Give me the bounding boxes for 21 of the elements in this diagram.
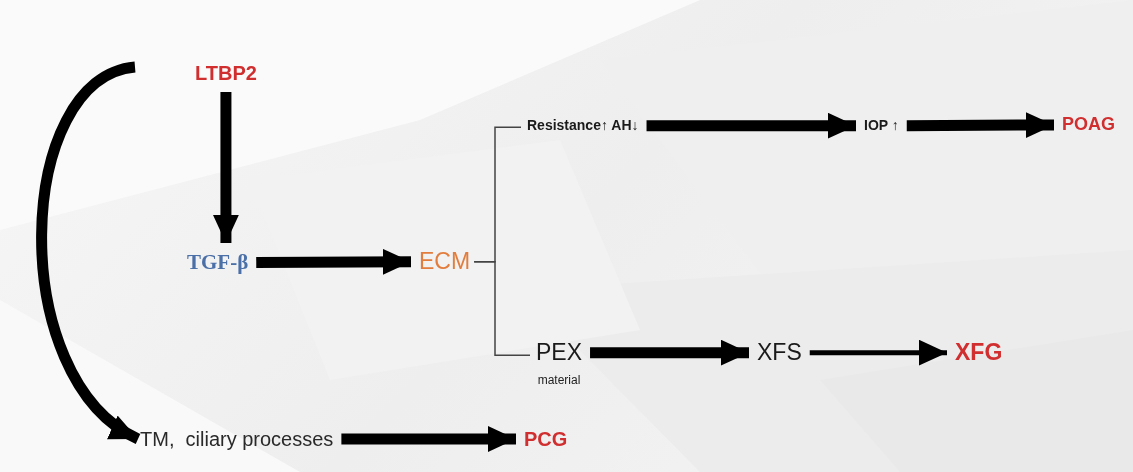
- node-label: XFG: [955, 340, 1003, 366]
- node-caption: material: [537, 373, 581, 388]
- node-label: ECM: [419, 249, 471, 275]
- node-label: Resistance↑ AH↓: [527, 118, 639, 134]
- arrow: [36, 61, 141, 444]
- arrow: [256, 248, 412, 275]
- node-label: PCG: [524, 428, 568, 450]
- arrow: [809, 339, 947, 366]
- node-label: PEX: [536, 340, 583, 366]
- arrow: [341, 426, 516, 452]
- node-label: TM, ciliary processes: [140, 428, 334, 450]
- node-label: IOP ↑: [864, 118, 899, 134]
- arrow: [906, 112, 1054, 139]
- arrow: [590, 339, 749, 366]
- bracket-line: [473, 260, 531, 356]
- arrow: [646, 112, 856, 139]
- node-label: TGF-β: [187, 251, 249, 275]
- node-label: LTBP2: [195, 62, 257, 84]
- node-label: POAG: [1062, 115, 1115, 135]
- arrow: [212, 92, 239, 243]
- node-label: XFS: [757, 340, 802, 366]
